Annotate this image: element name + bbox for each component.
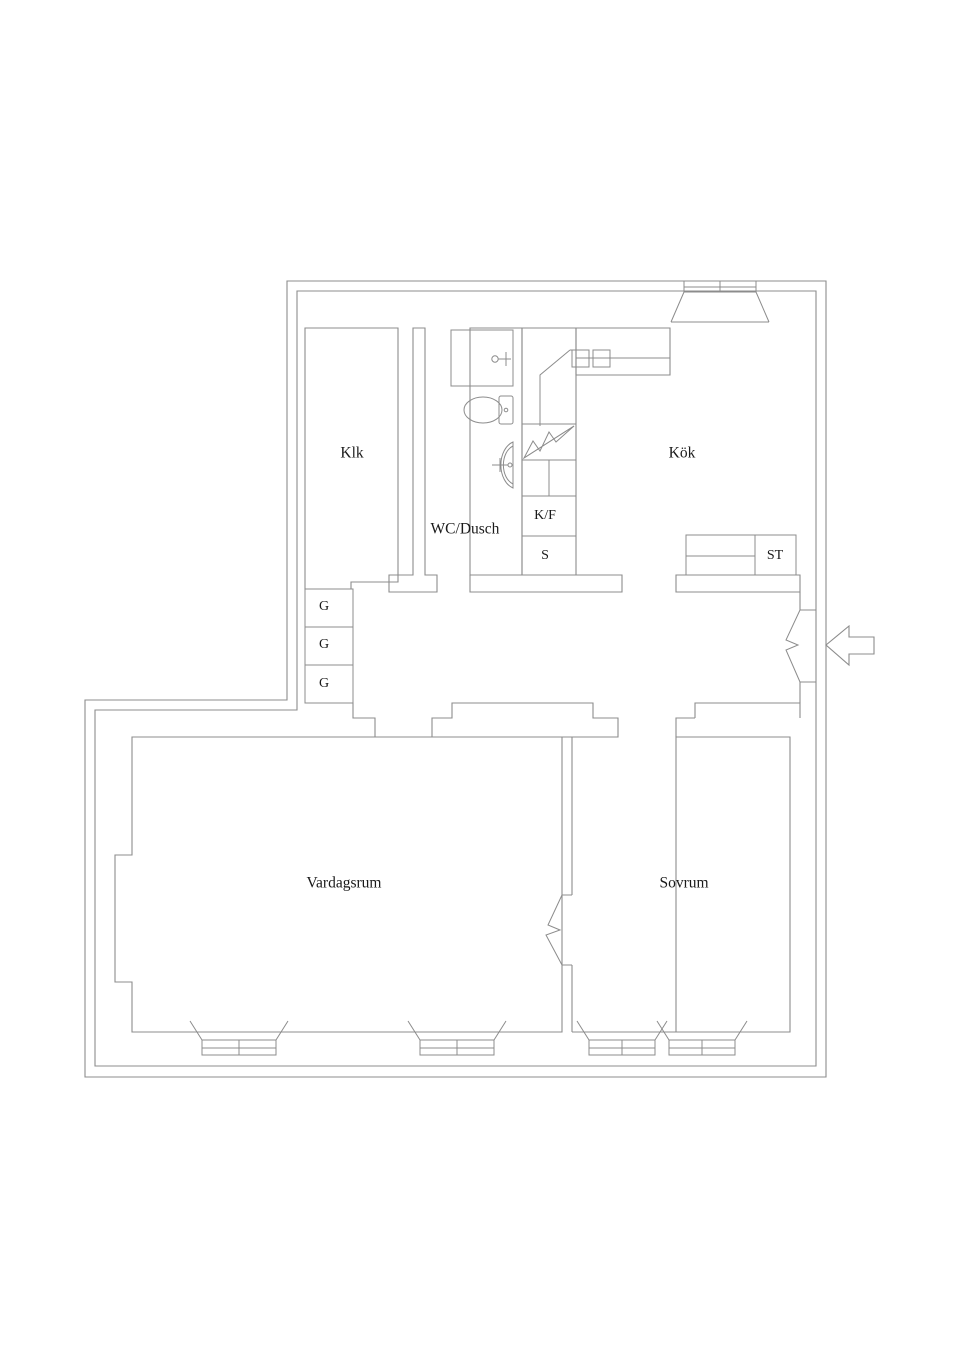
closet-label-g-1: G: [319, 599, 329, 614]
entrance-direction-arrow: [825, 624, 875, 667]
closet-label-g-2: G: [319, 637, 329, 652]
window-kitchen-north: [670, 280, 770, 323]
kitchen-appliance-column: [521, 327, 577, 576]
window-bedroom-2: [656, 1020, 748, 1056]
kitchen-sink-icon: [571, 349, 611, 368]
closets-g: [132, 588, 376, 738]
closet-label-st: ST: [767, 548, 784, 563]
room-label-vardagsrum: Vardagsrum: [307, 875, 382, 892]
room-sovrum: [571, 736, 791, 1033]
room-label-klk: Klk: [340, 445, 364, 462]
closet-label-s: S: [541, 548, 549, 563]
room-vardagsrum: [114, 736, 563, 1033]
shower-head-icon: [491, 352, 511, 366]
door-living-bedroom: [545, 894, 572, 966]
room-label-sovrum: Sovrum: [659, 875, 708, 892]
room-label-kok: Kök: [669, 445, 696, 462]
kitchen-counter: [522, 327, 671, 426]
exterior-walls: [84, 280, 827, 1078]
fixture-shower-enclosure: [450, 329, 514, 387]
front-door[interactable]: [785, 592, 816, 703]
toilet-icon: [463, 395, 514, 425]
window-bedroom-1: [576, 1020, 668, 1056]
closet-label-kf: K/F: [534, 508, 556, 523]
washbasin-icon: [492, 441, 514, 489]
hall-partition-walls: [431, 702, 801, 738]
storage-st: [675, 534, 801, 593]
room-label-wc-dusch: WC/Dusch: [431, 521, 500, 538]
closet-label-g-3: G: [319, 676, 329, 691]
room-wc-dusch: [388, 327, 623, 593]
stove-icon: [522, 425, 575, 460]
window-living-1: [189, 1020, 289, 1056]
window-living-2: [407, 1020, 507, 1056]
